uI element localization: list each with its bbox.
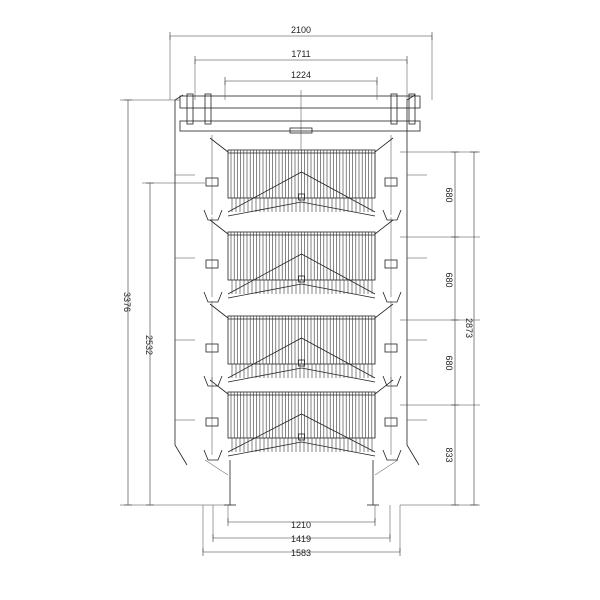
right-feed-trough bbox=[382, 375, 402, 387]
egg-roll-floor bbox=[227, 441, 376, 457]
nipple-drinker bbox=[298, 193, 305, 201]
nipple-drinker bbox=[298, 433, 305, 441]
left-leg-brace bbox=[204, 459, 229, 476]
right-feed-trough bbox=[382, 449, 402, 461]
cage-frame bbox=[174, 90, 427, 506]
cage-tier-1 bbox=[203, 135, 402, 221]
dim-1210: 1210 bbox=[291, 520, 311, 530]
right-inner-post bbox=[390, 93, 398, 125]
dimensions: 2100 1711 1224 1210 1419 1583 3376 2532 … bbox=[120, 25, 480, 558]
left-feed-trough bbox=[203, 291, 223, 303]
left-brace bbox=[209, 303, 229, 319]
right-brace bbox=[374, 379, 394, 395]
egg-roll-floor bbox=[227, 201, 376, 217]
dim-tier-2: 680 bbox=[444, 272, 454, 287]
dim-tier-1: 680 bbox=[444, 187, 454, 202]
dim-1419: 1419 bbox=[291, 534, 311, 544]
egg-roll-floor bbox=[227, 283, 376, 299]
egg-roll-floor bbox=[227, 367, 376, 383]
dim-2100: 2100 bbox=[291, 25, 311, 35]
cage-tier-3 bbox=[203, 301, 402, 387]
left-brace bbox=[209, 219, 229, 235]
right-leg-brace bbox=[374, 459, 399, 476]
top-rail bbox=[179, 95, 421, 109]
left-feed-trough bbox=[203, 375, 223, 387]
nipple-drinker bbox=[298, 359, 305, 367]
right-side-panel bbox=[406, 94, 420, 466]
left-inner-post bbox=[204, 93, 212, 125]
cage-tier-4 bbox=[203, 377, 402, 461]
dim-tier-4: 833 bbox=[444, 447, 454, 462]
dim-1583: 1583 bbox=[291, 548, 311, 558]
left-side-panel bbox=[174, 94, 188, 466]
right-feed-trough bbox=[382, 209, 402, 221]
right-feed-trough bbox=[382, 291, 402, 303]
dim-2873: 2873 bbox=[464, 318, 474, 338]
dim-3376: 3376 bbox=[122, 292, 132, 312]
right-brace bbox=[374, 137, 394, 153]
cage-floor-slope bbox=[227, 171, 376, 213]
nipple-drinker bbox=[298, 275, 305, 283]
right-brace bbox=[374, 219, 394, 235]
right-brace bbox=[374, 303, 394, 319]
dim-2532: 2532 bbox=[144, 335, 154, 355]
left-feed-trough bbox=[203, 209, 223, 221]
right-outer-post bbox=[408, 93, 416, 125]
left-brace bbox=[209, 379, 229, 395]
dim-1711: 1711 bbox=[291, 49, 310, 59]
cage-floor-slope bbox=[227, 253, 376, 295]
second-rail bbox=[179, 120, 421, 132]
cage-tier-2 bbox=[203, 217, 402, 303]
left-outer-post bbox=[186, 93, 194, 125]
cage-floor-slope bbox=[227, 413, 376, 453]
cage-floor-slope bbox=[227, 337, 376, 379]
left-feed-trough bbox=[203, 449, 223, 461]
rail-bracket bbox=[289, 127, 313, 134]
left-brace bbox=[209, 137, 229, 153]
dim-1224: 1224 bbox=[291, 70, 311, 80]
dim-tier-3: 680 bbox=[444, 355, 454, 370]
